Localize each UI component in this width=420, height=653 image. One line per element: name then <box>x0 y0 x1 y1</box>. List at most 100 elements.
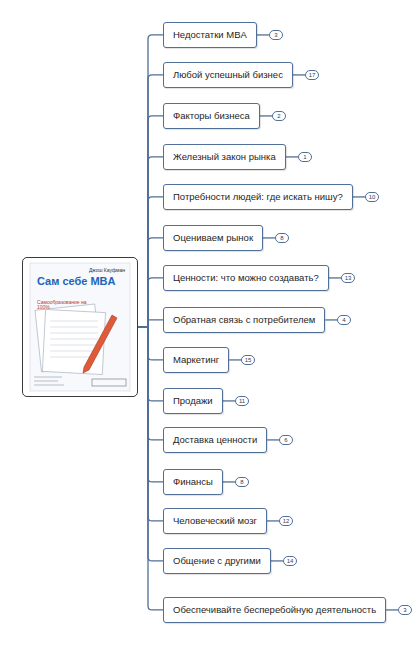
count-bubble: 14 <box>283 556 297 566</box>
topic-box: Человеческий мозг <box>163 508 267 534</box>
topic-box: Финансы <box>163 469 223 495</box>
callout-number: 15 <box>245 357 252 363</box>
callout-number: 8 <box>280 235 283 241</box>
branch-line <box>386 609 398 610</box>
branch-line <box>138 327 163 360</box>
branch-line <box>138 278 163 327</box>
topic-box: Любой успешный бизнес <box>163 62 293 88</box>
topic-text: Человеческий мозг <box>173 515 257 526</box>
branch-line <box>138 157 163 327</box>
callout-number: 12 <box>283 518 290 524</box>
topic-box: Общение с другими <box>163 548 271 574</box>
topic-text: Финансы <box>173 476 213 487</box>
branch-line <box>286 156 298 157</box>
callout-number: 6 <box>284 437 287 443</box>
topic-box: Маркетинг <box>163 347 229 373</box>
branch-line <box>138 327 163 401</box>
branch-line <box>138 327 163 521</box>
callout-number: 14 <box>287 558 294 564</box>
topic-box: Оцениваем рынок <box>163 225 263 251</box>
topic-text: Потребности людей: где искать нишу? <box>173 191 343 202</box>
book-cover: Джош КауфманСам себе MBA Самообразование … <box>22 257 138 397</box>
topic-box: Обратная связь с потребителем <box>163 307 325 333</box>
branch-line <box>293 74 305 75</box>
branch-line <box>223 400 235 401</box>
topic-text: Продажи <box>173 395 213 406</box>
topic-text: Железный закон рынка <box>173 151 276 162</box>
topic-box: Обеспечивайте бесперебойную деятельность <box>163 597 386 623</box>
branch-line <box>138 197 163 327</box>
branch-line <box>138 327 163 440</box>
branch-line <box>138 116 163 327</box>
branch-line <box>353 196 365 197</box>
publisher-mark <box>92 379 126 386</box>
pencil <box>83 315 117 373</box>
callout-number: 1 <box>303 154 306 160</box>
callout-number: 4 <box>342 317 345 323</box>
callout-number: 11 <box>239 398 245 404</box>
cover-title: Сам себе MBA <box>37 276 119 288</box>
topic-text: Маркетинг <box>173 354 219 365</box>
topic-box: Железный закон рынка <box>163 144 286 170</box>
topic-text: Доставка ценности <box>173 434 257 445</box>
callout-number: 8 <box>240 479 243 485</box>
count-bubble: 2 <box>272 111 286 121</box>
branch-line <box>267 520 279 521</box>
count-bubble: 11 <box>235 396 249 406</box>
count-bubble: 12 <box>279 516 293 526</box>
paper-lines <box>50 321 98 357</box>
topic-box: Недостатки MBA <box>163 22 257 48</box>
branch-line <box>138 238 163 327</box>
count-bubble: 13 <box>341 273 355 283</box>
branch-line <box>138 327 163 610</box>
topic-box: Ценности: что можно создавать? <box>163 265 329 291</box>
branch-line <box>138 75 163 327</box>
count-bubble: 15 <box>241 355 255 365</box>
cover-author: Джош Кауфман <box>89 268 125 273</box>
topic-box: Доставка ценности <box>163 427 267 453</box>
branch-line <box>329 277 341 278</box>
cover-small-print <box>34 377 64 385</box>
callout-number: 3 <box>274 32 277 38</box>
count-bubble: 8 <box>275 233 289 243</box>
paper-sheet <box>42 309 105 374</box>
branch-line <box>257 34 269 35</box>
count-bubble: 17 <box>305 70 319 80</box>
branch-line <box>260 115 272 116</box>
branch-line <box>263 237 275 238</box>
topic-text: Обеспечивайте бесперебойную деятельность <box>173 604 376 615</box>
topic-box: Продажи <box>163 388 223 414</box>
topic-text: Любой успешный бизнес <box>173 69 283 80</box>
branch-line <box>325 319 337 320</box>
topic-box: Потребности людей: где искать нишу? <box>163 184 353 210</box>
count-bubble: 1 <box>298 152 312 162</box>
branch-line <box>138 35 163 327</box>
topic-text: Недостатки MBA <box>173 29 247 40</box>
callout-number: 3 <box>403 607 406 613</box>
cover-background <box>23 258 137 396</box>
branch-line <box>267 439 279 440</box>
topic-box: Факторы бизнеса <box>163 103 260 129</box>
cover-page <box>30 263 130 391</box>
callout-number: 17 <box>309 72 316 78</box>
count-bubble: 3 <box>398 605 412 615</box>
topic-text: Оцениваем рынок <box>173 232 253 243</box>
topic-text: Факторы бизнеса <box>173 110 250 121</box>
callout-number: 13 <box>345 275 352 281</box>
topic-text: Обратная связь с потребителем <box>173 314 315 325</box>
callout-number: 2 <box>277 113 280 119</box>
branch-line <box>271 560 283 561</box>
cover-subtitle: Самообразование на 100% <box>37 300 97 311</box>
count-bubble: 8 <box>235 477 249 487</box>
branch-line <box>138 320 163 327</box>
count-bubble: 10 <box>365 192 379 202</box>
branch-line <box>223 481 235 482</box>
topic-text: Общение с другими <box>173 555 261 566</box>
branch-line <box>229 359 241 360</box>
topic-text: Ценности: что можно создавать? <box>173 272 319 283</box>
callout-number: 10 <box>369 194 376 200</box>
count-bubble: 6 <box>279 435 293 445</box>
count-bubble: 3 <box>269 30 283 40</box>
branch-line <box>138 327 163 561</box>
